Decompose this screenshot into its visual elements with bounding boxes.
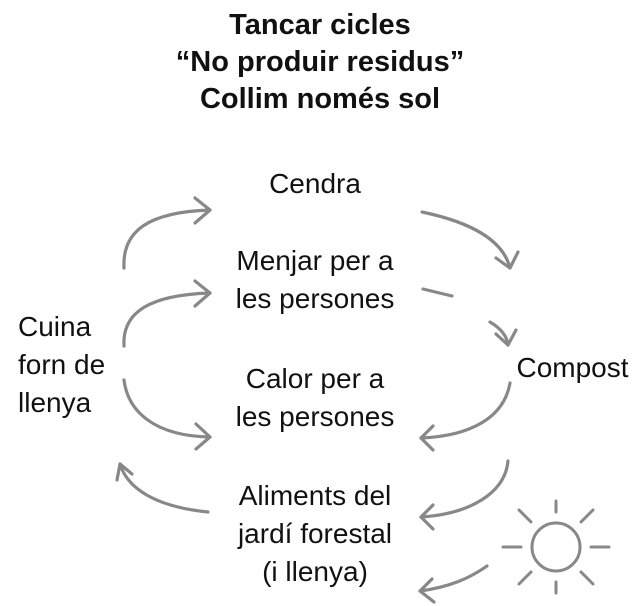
arrow-cuina-to-calor-icon — [122, 378, 212, 451]
title-line-1: Tancar cicles — [229, 9, 411, 41]
arrow-cendra-to-compost-icon — [420, 210, 520, 270]
node-cuina-line-2: forn de — [18, 349, 106, 380]
arrow-menjar-to-compost-icon — [421, 287, 518, 347]
node-menjar-line-2: les persones — [235, 283, 395, 314]
node-cendra: Cendra — [269, 168, 361, 199]
title-line-2: “No produir residus” — [175, 46, 465, 78]
arrow-aliments-to-cuina-icon — [115, 462, 210, 514]
node-cuina-line-1: Cuina — [18, 311, 92, 342]
arrow-sun-to-aliments-icon — [418, 564, 489, 604]
title-line-3: Collim només sol — [199, 83, 441, 115]
node-compost: Compost — [516, 352, 629, 383]
node-menjar-line-1: Menjar per a — [236, 245, 394, 276]
node-calor-line-2: les persones — [235, 401, 395, 432]
node-aliments-line-2: jardí forestal — [237, 518, 393, 549]
node-calor-line-1: Calor per a — [245, 363, 385, 394]
arrow-compost-to-aliments-icon — [419, 459, 510, 531]
node-aliments-line-3: (i llenya) — [262, 556, 368, 587]
arrow-cuina-to-cendra-icon — [122, 196, 212, 270]
node-aliments-line-1: Aliments del — [238, 480, 392, 511]
node-cuina-line-3: llenya — [18, 387, 92, 418]
sun-icon — [501, 499, 611, 595]
arrow-compost-to-calor-icon — [419, 381, 512, 452]
arrow-cuina-to-menjar-icon — [122, 279, 212, 348]
